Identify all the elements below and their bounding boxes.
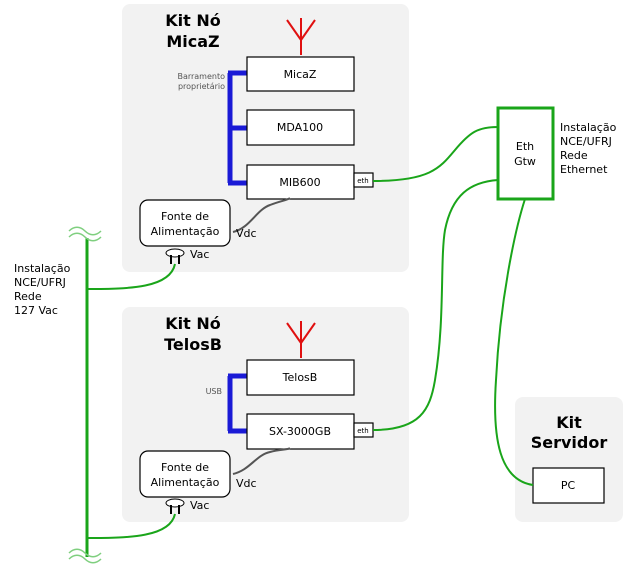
board-sx3000gb-label: SX-3000GB [269, 425, 331, 438]
board-sx3000gb [246, 413, 355, 450]
break-mark-top [68, 232, 102, 242]
ethernet-install-label-2: NCE/UFRJ [560, 135, 612, 148]
kit-micaz-title-1: Kit Nó [165, 11, 220, 30]
power-supply-telosb-label-2: Alimentação [151, 476, 220, 489]
kit-servidor-title-1: Kit [556, 413, 582, 432]
vac-micaz-label: Vac [190, 248, 209, 261]
antenna-icon [286, 321, 316, 358]
bus-label-1: Barramento [177, 72, 225, 81]
power-install-label-2: NCE/UFRJ [14, 276, 66, 289]
ethernet-cable-sx3000gb [372, 179, 499, 431]
kit-telosb-title-2: TelosB [164, 335, 222, 354]
ac-cable-telosb [86, 513, 176, 539]
plug-icon [165, 498, 185, 514]
break-mark-bottom [68, 554, 102, 564]
power-supply-micaz [139, 199, 231, 247]
ethernet-install-label-4: Ethernet [560, 163, 608, 176]
power-supply-micaz-label-1: Fonte de [161, 210, 209, 223]
power-supply-micaz-label-2: Alimentação [151, 225, 220, 238]
eth-port-micaz-label: eth [357, 177, 369, 185]
eth-gateway-label-2: Gtw [514, 155, 536, 168]
kit-telosb-title-1: Kit Nó [165, 314, 220, 333]
vdc-telosb-label: Vdc [236, 477, 257, 490]
bus-connector-telosb [227, 373, 248, 434]
ac-cable-micaz [86, 263, 176, 290]
bus-connector-micaz [227, 70, 248, 186]
power-install-label-3: Rede [14, 290, 42, 303]
dc-cable-telosb [232, 447, 291, 475]
antenna-icon [286, 18, 316, 55]
vdc-micaz-label: Vdc [236, 227, 257, 240]
board-telosb [246, 359, 355, 396]
ethernet-cable-mib600 [372, 126, 499, 182]
power-install-label-1: Instalação [14, 262, 71, 275]
plug-icon [165, 248, 185, 264]
eth-gateway-label-1: Eth [516, 140, 534, 153]
usb-label: USB [206, 387, 222, 396]
break-mark-top [68, 226, 102, 236]
bus-label-2: proprietário [178, 82, 225, 91]
board-mda100-label: MDA100 [277, 121, 323, 134]
break-mark-bottom [68, 548, 102, 558]
power-install-label-4: 127 Vac [14, 304, 58, 317]
board-mib600-label: MIB600 [279, 176, 320, 189]
ethernet-install-label-3: Rede [560, 149, 588, 162]
eth-gateway [496, 106, 555, 201]
board-mda100 [246, 109, 355, 146]
dc-cable-micaz [232, 197, 291, 233]
ethernet-install-label-1: Instalação [560, 121, 617, 134]
board-mib600 [246, 164, 355, 200]
board-micaz [246, 56, 355, 92]
power-supply-telosb-label-1: Fonte de [161, 461, 209, 474]
power-supply-telosb [139, 450, 231, 498]
pc-label: PC [561, 479, 576, 492]
ethernet-cable-pc [494, 198, 534, 486]
pc-box [532, 467, 605, 504]
eth-port-telosb-label: eth [357, 427, 369, 435]
vac-telosb-label: Vac [190, 499, 209, 512]
board-micaz-label: MicaZ [284, 68, 317, 81]
kit-micaz-title-2: MicaZ [166, 32, 219, 51]
kit-servidor-title-2: Servidor [531, 433, 608, 452]
board-telosb-label: TelosB [282, 371, 318, 384]
